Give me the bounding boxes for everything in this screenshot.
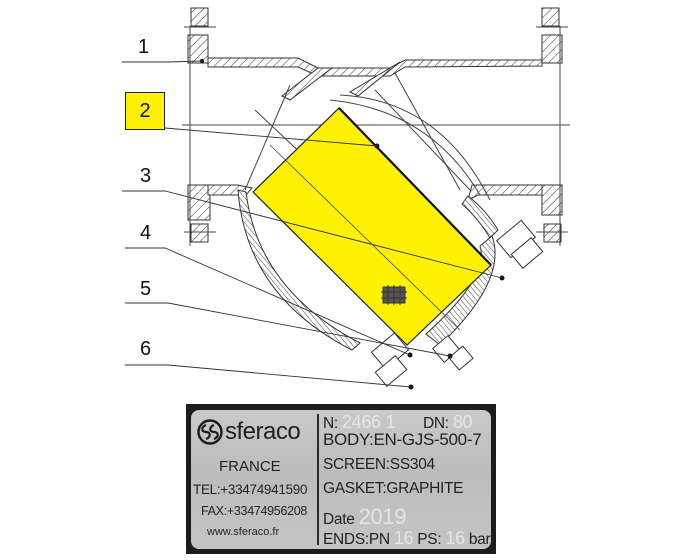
screen-material: SCREEN:SS304 xyxy=(323,456,435,473)
nameplate-surface: sferaco FRANCE TEL:+33474941590 FAX:+334… xyxy=(191,410,491,549)
callout-5: 5 xyxy=(140,278,152,300)
body-material: BODY:EN-GJS-500-7 xyxy=(323,430,482,449)
brand-name: sferaco xyxy=(225,418,301,445)
serial-number-row: N: 2466 1 xyxy=(323,412,395,433)
callout-3: 3 xyxy=(140,165,152,187)
brand-row: sferaco xyxy=(197,418,301,446)
dn-label: DN: xyxy=(423,415,449,432)
telephone: TEL:+33474941590 xyxy=(193,482,308,497)
nameplate-manufacturer-panel: sferaco FRANCE TEL:+33474941590 FAX:+334… xyxy=(191,410,316,549)
ends-pn-label: ENDS:PN xyxy=(323,531,390,548)
gasket-material: GASKET:GRAPHITE xyxy=(323,480,464,497)
nameplate: sferaco FRANCE TEL:+33474941590 FAX:+334… xyxy=(186,404,496,554)
screen-highlight xyxy=(252,107,492,346)
callout-4: 4 xyxy=(140,222,152,244)
strainer-cross-section-drawing xyxy=(122,7,570,390)
ps-label: PS: xyxy=(417,531,442,548)
nameplate-spec-panel: N: 2466 1 DN: 80 BODY:EN-GJS-500-7 SCREE… xyxy=(323,410,491,549)
pn-value: 16 xyxy=(393,528,414,548)
serial-number-value: 2466 1 xyxy=(341,412,396,432)
date-row: Date 2019 xyxy=(323,504,407,530)
date-value: 2019 xyxy=(358,504,407,529)
ps-value: 16 xyxy=(445,528,465,548)
website: www.sferaco.fr xyxy=(207,526,280,538)
date-label: Date xyxy=(323,511,355,528)
nameplate-divider xyxy=(317,414,319,545)
callout-6: 6 xyxy=(140,338,152,360)
dn-row: DN: 80 xyxy=(423,412,473,433)
dn-value: 80 xyxy=(452,412,473,432)
fax: FAX:+33474956208 xyxy=(201,504,308,518)
pressure-row: ENDS:PN 16 PS: 16 bar xyxy=(323,528,491,549)
sferaco-logo-icon xyxy=(197,419,223,445)
callout-1: 1 xyxy=(138,36,150,58)
serial-number-label: N: xyxy=(323,415,338,432)
callout-2-highlighted: 2 xyxy=(125,92,165,130)
pressure-unit: bar xyxy=(468,531,491,548)
country: FRANCE xyxy=(219,458,281,475)
